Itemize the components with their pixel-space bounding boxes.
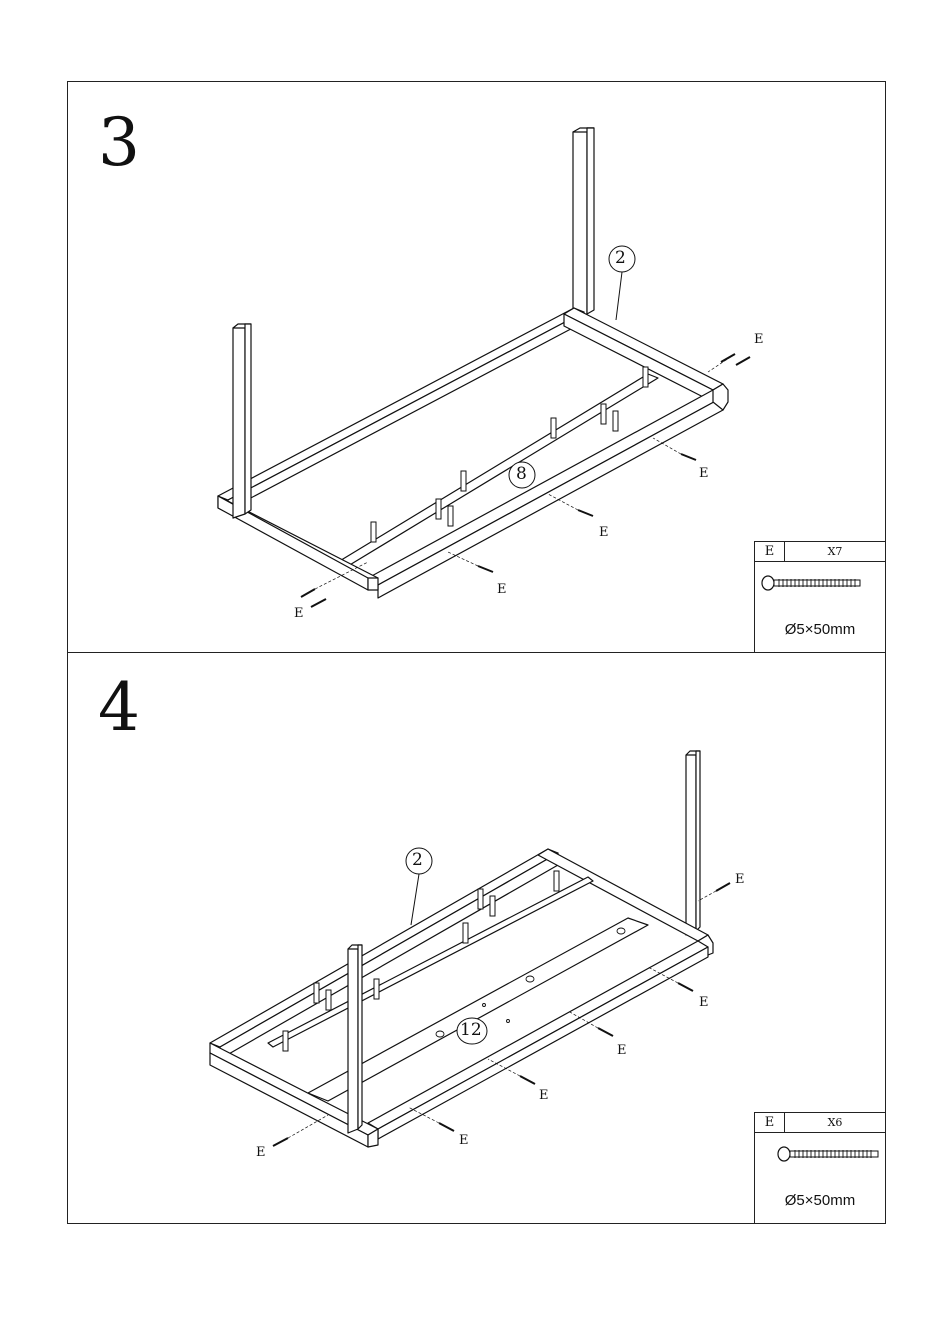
step-3-screw-label: E xyxy=(599,525,609,540)
step-4-back-leg xyxy=(686,751,700,935)
step-4-panel: 4 xyxy=(67,653,886,1224)
step-3-screw-label: E xyxy=(294,606,304,621)
step-3-callout-part-2-label: 2 xyxy=(615,248,626,268)
step-3-back-leg xyxy=(573,128,594,318)
step-4-screw-label: E xyxy=(539,1088,549,1103)
step-3-screw-label: E xyxy=(754,332,764,347)
step-4-callout-part-2-label: 2 xyxy=(412,850,423,870)
parts-box-dimension: Ø5×50mm xyxy=(755,1192,885,1209)
parts-box-letter: E xyxy=(755,1113,785,1133)
step-3-front-leg xyxy=(233,324,251,518)
step-3-parts-box: E X7 Ø5×50mm xyxy=(754,541,886,653)
step-4-screw-label: E xyxy=(735,872,745,887)
step-4-parts-box: E X6 Ø5×50mm xyxy=(754,1112,886,1224)
step-4-front-leg xyxy=(348,945,362,1133)
step-4-screw-label: E xyxy=(256,1145,266,1160)
step-4-back-rail-part-2 xyxy=(210,849,558,1059)
step-4-dowels xyxy=(283,871,559,1051)
step-3-screw-label: E xyxy=(699,466,709,481)
step-3-screw-label: E xyxy=(497,582,507,597)
step-4-screw-label: E xyxy=(617,1043,627,1058)
step-3-side-rail-part-2 xyxy=(564,308,723,402)
screw-icon xyxy=(755,1139,885,1169)
step-4-callout-part-12-label: 12 xyxy=(460,1020,482,1040)
step-3-callout-part-8-label: 8 xyxy=(516,464,527,484)
step-4-screw-label: E xyxy=(699,995,709,1010)
step-3-front-rail xyxy=(368,390,723,598)
parts-box-quantity: X7 xyxy=(785,542,885,562)
screw-icon xyxy=(755,568,885,598)
parts-box-letter: E xyxy=(755,542,785,562)
step-4-screw-label: E xyxy=(459,1133,469,1148)
parts-box-quantity: X6 xyxy=(785,1113,885,1133)
step-3-panel: 3 xyxy=(67,81,886,653)
parts-box-dimension: Ø5×50mm xyxy=(755,621,885,638)
